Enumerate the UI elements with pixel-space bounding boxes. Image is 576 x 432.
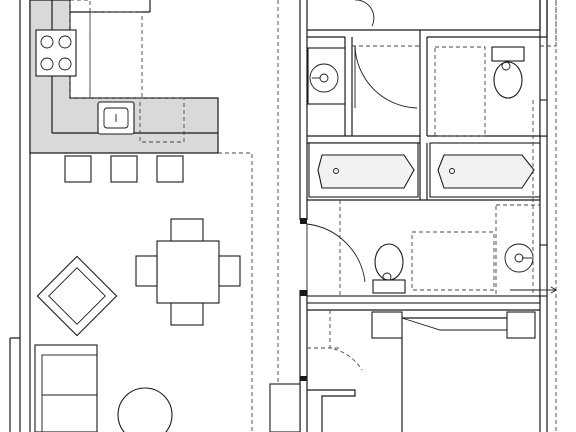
door-swing-bathroom-1 <box>354 0 418 109</box>
stove-icon <box>35 29 77 77</box>
toilet-lower-icon <box>372 243 406 294</box>
tub-divider-wall <box>307 143 540 201</box>
right-exterior-wall <box>532 0 557 432</box>
left-exterior-wall <box>9 0 31 432</box>
dining-table <box>135 218 241 326</box>
dresser-icon <box>269 383 356 432</box>
sofa-icon <box>34 344 98 432</box>
armchair-icon <box>36 255 118 337</box>
kitchen-upper-cabinets <box>69 0 185 143</box>
bathtub-left <box>308 142 419 198</box>
bedroom-wall <box>306 295 541 311</box>
door-swing-corridor <box>306 223 366 432</box>
toilet-icon <box>491 46 525 99</box>
kitchen-sink-icon <box>97 101 135 135</box>
lower-bathroom-dashed-areas <box>339 200 541 301</box>
bar-stools <box>64 155 184 183</box>
bathtub-right <box>429 142 541 198</box>
central-wall <box>277 0 308 432</box>
bed-icon <box>307 310 536 432</box>
coffee-table-icon <box>117 387 173 432</box>
bathroom-2 <box>419 0 557 143</box>
area-rug-outline <box>218 152 253 432</box>
bathroom-sink-lower-icon <box>504 243 540 291</box>
bathroom-sink-icon <box>307 47 346 105</box>
